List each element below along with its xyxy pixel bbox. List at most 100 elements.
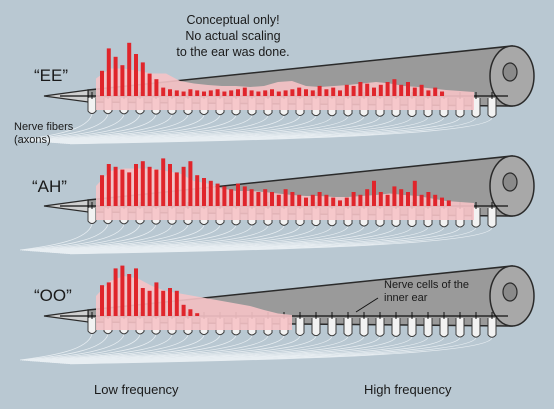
excitation-bar <box>134 164 138 206</box>
excitation-bar <box>297 194 302 206</box>
excitation-bar <box>202 91 206 96</box>
excitation-bar <box>406 192 410 206</box>
excitation-bar <box>351 192 356 206</box>
excitation-bar <box>392 79 397 96</box>
sound-label-ee: “EE” <box>34 66 68 85</box>
excitation-bar <box>365 189 370 206</box>
excitation-bar <box>120 65 125 96</box>
hair-cell <box>327 318 337 337</box>
nerve-fiber <box>69 227 493 255</box>
nerve-fiber <box>27 334 157 362</box>
hair-cell <box>359 318 369 337</box>
excitation-bar <box>106 164 111 206</box>
excitation-bar <box>249 90 254 96</box>
excitation-bar <box>263 90 268 96</box>
nerve-fiber <box>25 334 141 361</box>
excitation-bar <box>120 169 125 206</box>
excitation-bar <box>317 85 322 96</box>
hair-cell <box>87 318 97 335</box>
round-window <box>502 282 518 302</box>
excitation-bar <box>304 197 308 206</box>
excitation-bar <box>331 197 336 206</box>
hair-cell <box>391 318 401 337</box>
excitation-bar <box>140 161 145 206</box>
excitation-bar <box>263 189 268 206</box>
excitation-bar <box>181 304 186 316</box>
nerve-fiber <box>23 114 125 141</box>
nerve-fiber <box>25 114 141 141</box>
excitation-bar <box>433 194 438 206</box>
excitation-bar <box>412 87 417 96</box>
nerve-fiber <box>21 114 109 141</box>
excitation-bar <box>290 89 295 96</box>
excitation-bar <box>229 189 234 206</box>
nerve-fiber <box>23 224 125 251</box>
hair-cell <box>295 318 305 336</box>
hair-cell <box>311 318 321 337</box>
nerve-fiber <box>69 337 493 365</box>
sound-label-oo: “OO” <box>34 286 72 305</box>
excitation-bar <box>304 89 308 96</box>
excitation-bar <box>419 194 424 206</box>
excitation-bar <box>195 313 200 316</box>
excitation-bar <box>161 87 166 96</box>
hair-cell <box>407 318 417 338</box>
excitation-bar <box>127 274 132 316</box>
excitation-bar <box>351 85 356 96</box>
response-envelope <box>96 276 292 330</box>
excitation-bar <box>100 285 104 316</box>
low-frequency-label: Low frequency <box>94 382 179 397</box>
hair-cell <box>375 318 385 337</box>
nerve-fibers <box>19 113 493 145</box>
excitation-bar <box>358 194 363 206</box>
excitation-bar <box>270 192 274 206</box>
excitation-bar <box>419 84 424 96</box>
excitation-bar <box>344 197 349 206</box>
excitation-bar <box>270 89 274 96</box>
excitation-bar <box>283 90 288 96</box>
excitation-bar <box>181 91 186 96</box>
excitation-bar <box>378 192 383 206</box>
excitation-bar <box>276 91 281 96</box>
excitation-bar <box>134 54 138 96</box>
hair-cell <box>487 208 497 228</box>
nerve-fiber <box>19 223 93 251</box>
nerve-fiber <box>27 114 157 142</box>
nerve-fiber <box>31 224 189 252</box>
nerve-cells-leader-line <box>355 297 379 313</box>
excitation-bar <box>358 82 363 96</box>
excitation-bar <box>113 268 118 316</box>
excitation-bar <box>161 290 166 316</box>
excitation-bar <box>174 90 179 96</box>
excitation-bar <box>140 288 145 316</box>
excitation-bar <box>365 83 370 96</box>
excitation-bar <box>290 192 295 206</box>
excitation-bar <box>256 91 261 96</box>
excitation-bar <box>222 186 227 206</box>
excitation-bar <box>331 87 336 96</box>
excitation-bar <box>100 70 104 96</box>
excitation-bar <box>317 192 322 206</box>
excitation-bar <box>113 56 118 96</box>
hair-cell <box>471 318 481 338</box>
response-envelope <box>96 68 474 110</box>
nerve-fiber <box>69 117 493 145</box>
excitation-bar <box>297 87 302 96</box>
excitation-bar <box>208 90 213 96</box>
excitation-bar <box>385 82 390 96</box>
excitation-bar <box>188 309 193 316</box>
excitation-bar <box>440 91 444 96</box>
hair-cell <box>455 318 465 338</box>
hair-cell <box>487 98 497 118</box>
excitation-bar <box>372 180 376 206</box>
nerve-fibers <box>19 223 493 255</box>
excitation-bar <box>202 178 206 206</box>
nerve-fibers <box>19 333 493 365</box>
excitation-bar <box>256 192 261 206</box>
excitation-bar <box>378 84 383 96</box>
excitation-bar <box>195 175 200 206</box>
excitation-bar <box>446 200 451 206</box>
excitation-bar <box>168 89 172 96</box>
